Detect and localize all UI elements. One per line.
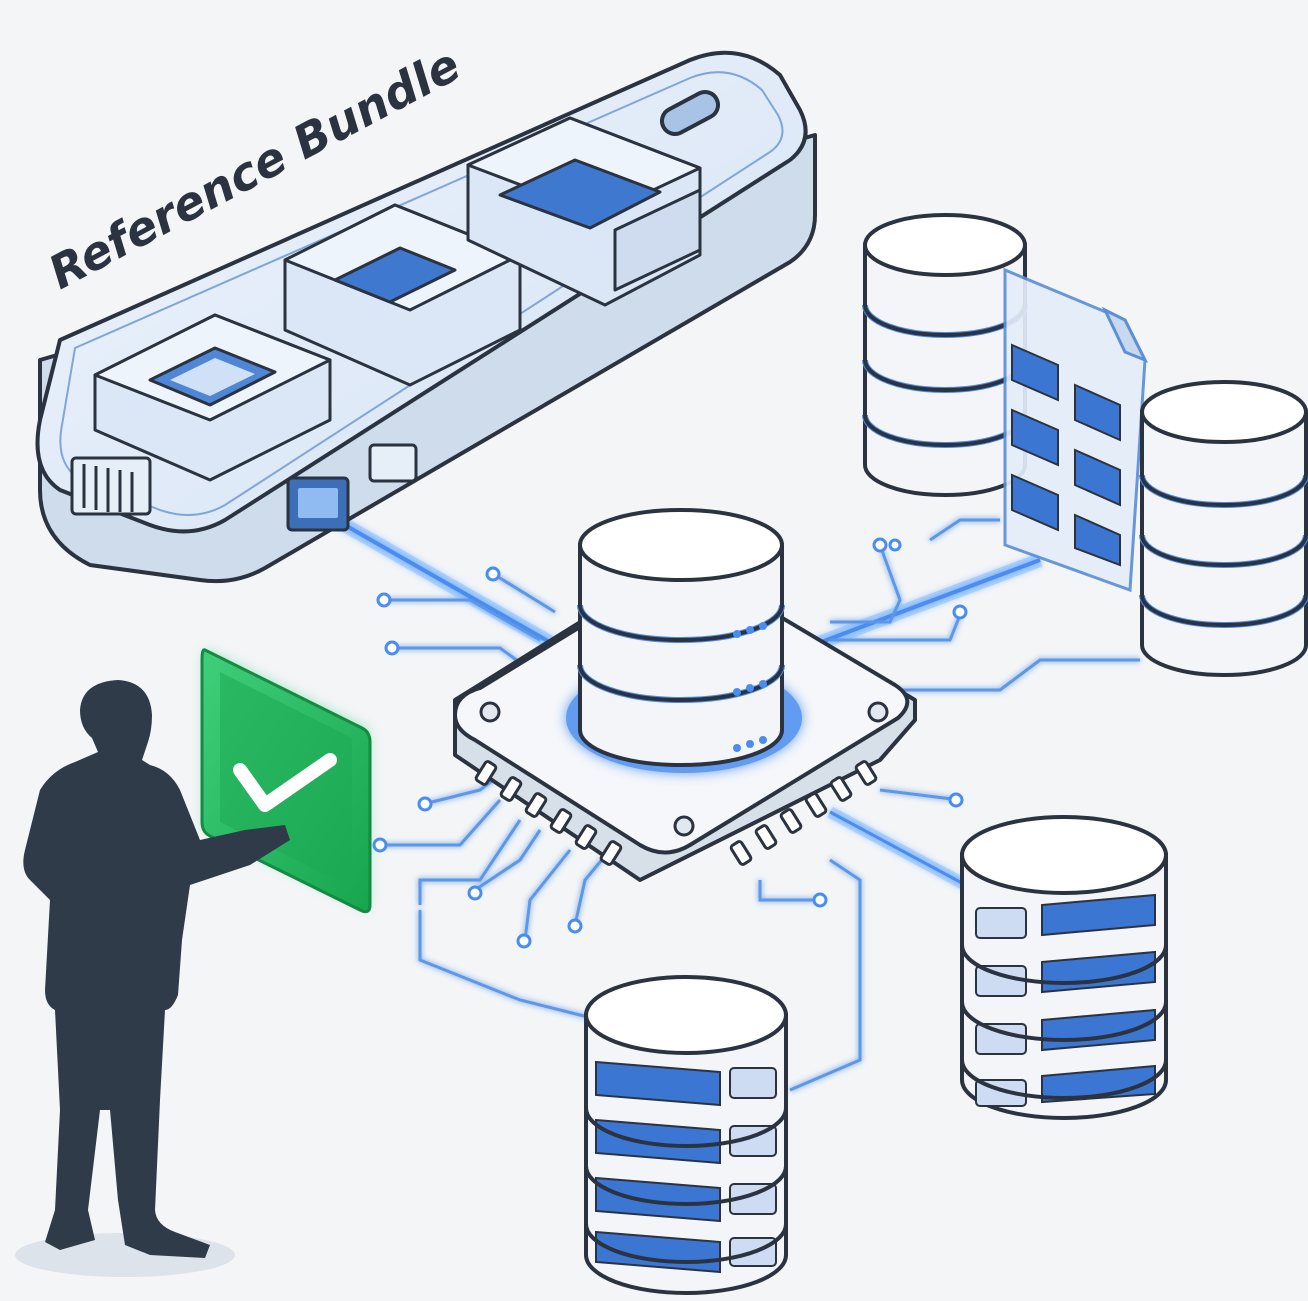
data-table-document (1003, 267, 1149, 593)
database-far-right (1139, 380, 1308, 677)
circuit-traces (318, 505, 1140, 1092)
trace-nodes (372, 537, 968, 949)
database-bottom-right (960, 815, 1168, 1120)
bundle-module-board (283, 203, 522, 387)
bundle-module-drive (466, 116, 702, 307)
central-database (577, 508, 785, 767)
bundle-module-chip (93, 313, 332, 482)
person-silhouette (15, 680, 290, 1277)
reference-bundle-device (35, 50, 817, 584)
database-top-right (862, 213, 1028, 497)
database-bottom-center (584, 975, 788, 1295)
check-icon (233, 753, 337, 812)
